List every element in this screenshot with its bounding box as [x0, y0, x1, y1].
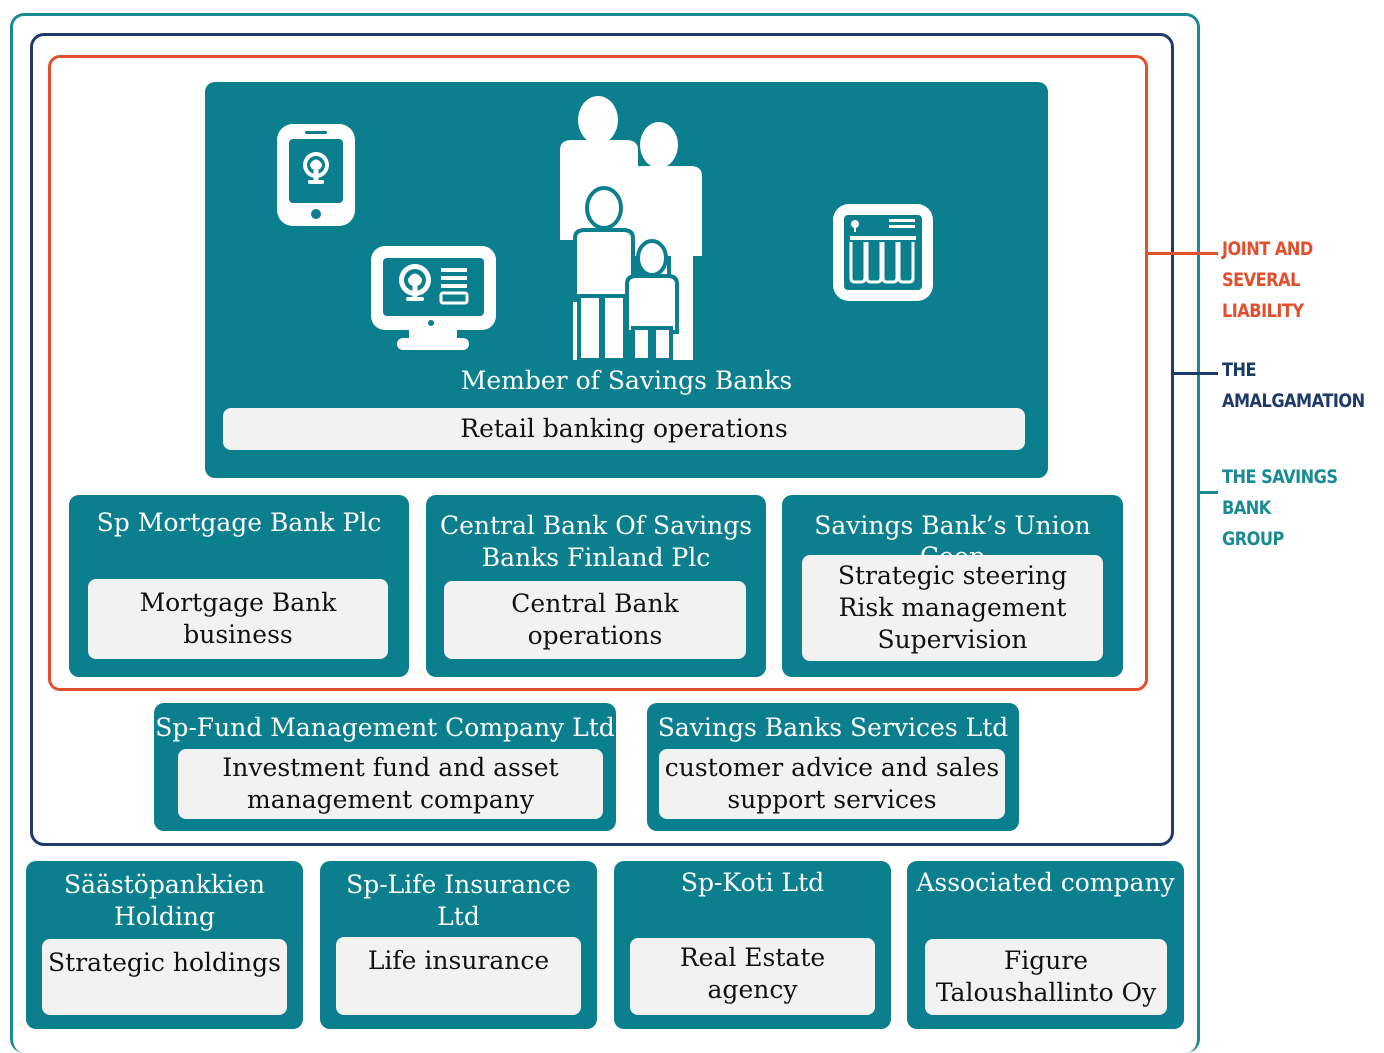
legend-line: JOINT AND SEVERAL: [1222, 238, 1313, 291]
mortgage-bank-business-label: Mortgage Bank business: [88, 579, 388, 659]
savings-banks-services-title: Savings Banks Services Ltd: [657, 713, 1009, 742]
central-bank-title: Central Bank Of Savings Banks Finland Pl…: [426, 510, 766, 574]
sp-life-insurance-box: Sp-Life Insurance Ltd Life insurance: [320, 861, 597, 1029]
investment-fund-label: Investment fund and asset management com…: [178, 749, 603, 819]
union-functions-label: Strategic steering Risk management Super…: [802, 555, 1103, 661]
life-insurance-label: Life insurance: [336, 937, 581, 1015]
function-line: management company: [247, 785, 534, 814]
function-line: Risk management: [838, 593, 1067, 622]
function-line: Strategic steering: [837, 561, 1068, 590]
function-line: Taloushallinto Oy: [935, 978, 1157, 1007]
amalgamation-connector: [1174, 372, 1218, 375]
legend-savings-bank-group: THE SAVINGS BANK GROUP: [1222, 462, 1360, 555]
savings-bank-group-frame: [10, 13, 1200, 1053]
function-line: support services: [727, 785, 937, 814]
group-connector: [1200, 491, 1218, 494]
member-savings-banks-box: Member of Savings Banks Retail banking o…: [205, 82, 1048, 478]
title-line: Central Bank Of Savings: [439, 511, 753, 540]
function-line: Figure: [1003, 946, 1089, 975]
saastopankkien-holding-box: Säästöpankkien Holding Strategic holding…: [26, 861, 303, 1029]
title-line: Säästöpankkien: [63, 870, 266, 899]
sp-koti-box: Sp-Koti Ltd Real Estate agency: [614, 861, 891, 1029]
function-line: Central Bank: [511, 589, 679, 618]
legend-line: THE AMALGAMATION: [1222, 359, 1365, 412]
liability-connector: [1148, 252, 1218, 255]
title-line: Holding: [114, 902, 215, 931]
sp-koti-title: Sp-Koti Ltd: [680, 868, 825, 897]
sp-fund-management-title: Sp-Fund Management Company Ltd: [155, 713, 615, 742]
central-bank-operations-label: Central Bank operations: [444, 581, 746, 659]
retail-banking-label: Retail banking operations: [223, 408, 1025, 450]
legend-amalgamation: THE AMALGAMATION: [1222, 355, 1365, 417]
legend-joint-liability: JOINT AND SEVERAL LIABILITY: [1222, 234, 1360, 327]
sp-fund-management-box: Sp-Fund Management Company Ltd Investmen…: [154, 703, 616, 831]
associated-company-title: Associated company: [916, 868, 1175, 897]
online-banking-icon: [371, 246, 496, 350]
family-icon: [560, 96, 702, 362]
function-line: Mortgage Bank: [139, 588, 337, 617]
member-savings-banks-title: Member of Savings Banks: [460, 366, 793, 395]
strategic-holdings-label: Strategic holdings: [42, 939, 287, 1015]
function-line: business: [183, 620, 293, 649]
bank-card-icon: [833, 204, 933, 301]
title-line: Ltd: [437, 902, 480, 931]
saastopankkien-holding-title: Säästöpankkien Holding: [26, 869, 303, 933]
joint-liability-frame: [48, 55, 1148, 691]
legend-line: GROUP: [1222, 528, 1284, 550]
savings-bank-union-box: Savings Bank’s Union Coop Strategic stee…: [782, 495, 1123, 677]
function-line: customer advice and sales: [664, 753, 1000, 782]
function-line: operations: [527, 621, 663, 650]
title-line: Banks Finland Plc: [481, 543, 711, 572]
legend-line: THE SAVINGS BANK: [1222, 466, 1338, 519]
legend-line: LIABILITY: [1222, 300, 1304, 322]
sp-mortgage-bank-box: Sp Mortgage Bank Plc Mortgage Bank busin…: [69, 495, 409, 677]
title-line: Sp-Life Insurance: [346, 870, 571, 899]
associated-company-box: Associated company Figure Taloushallinto…: [907, 861, 1184, 1029]
customer-advice-label: customer advice and sales support servic…: [659, 749, 1005, 819]
amalgamation-frame: [30, 33, 1174, 846]
figure-taloushallinto-label: Figure Taloushallinto Oy: [925, 939, 1167, 1015]
savings-banks-services-box: Savings Banks Services Ltd customer advi…: [647, 703, 1019, 831]
function-line: Investment fund and asset: [222, 753, 559, 782]
function-line: Supervision: [877, 625, 1028, 654]
sp-life-insurance-title: Sp-Life Insurance Ltd: [320, 869, 597, 933]
mobile-banking-icon: [277, 124, 355, 226]
central-bank-box: Central Bank Of Savings Banks Finland Pl…: [426, 495, 766, 677]
real-estate-agency-label: Real Estate agency: [630, 938, 875, 1015]
sp-mortgage-bank-title: Sp Mortgage Bank Plc: [96, 508, 382, 537]
